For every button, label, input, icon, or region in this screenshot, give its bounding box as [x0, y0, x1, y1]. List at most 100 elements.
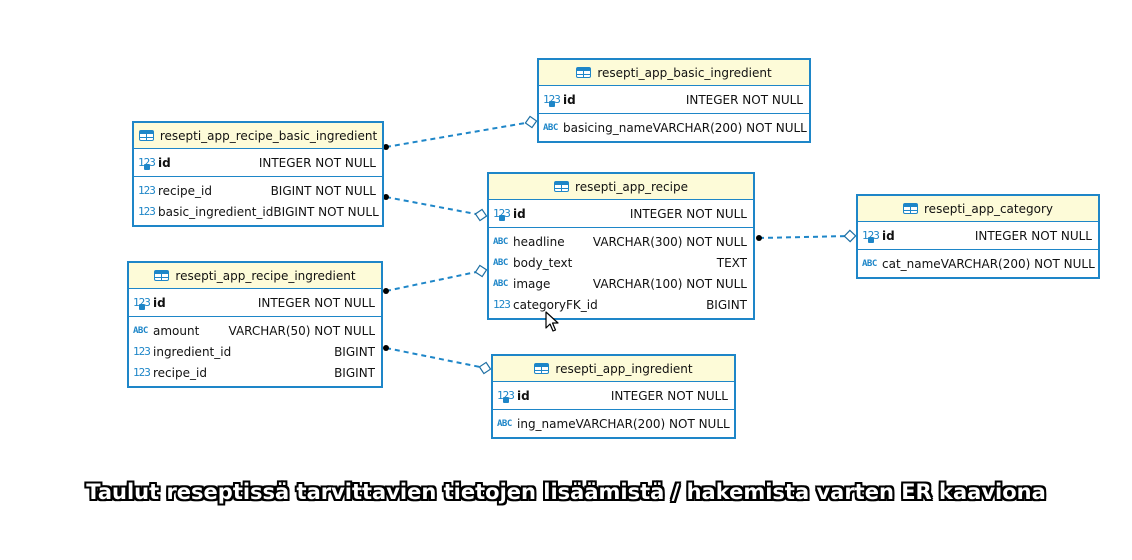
- column-type: VARCHAR(200) NOT NULL: [940, 256, 1095, 271]
- column-type: BIGINT: [334, 344, 375, 359]
- text-type-icon: ABC: [133, 325, 148, 336]
- table-icon: [903, 203, 919, 214]
- table-header[interactable]: resepti_app_basic_ingredient: [539, 60, 809, 86]
- table-icon: [554, 181, 570, 192]
- column-name: id: [517, 388, 530, 403]
- numeric-key-icon: 123: [493, 207, 513, 221]
- table-header[interactable]: resepti_app_recipe_basic_ingredient: [134, 123, 382, 149]
- numeric-type-icon: 123: [133, 366, 151, 379]
- column-name: id: [158, 155, 171, 170]
- column-name: body_text: [513, 255, 573, 270]
- column-name: id: [153, 295, 166, 310]
- mouse-cursor-icon: [545, 311, 559, 332]
- table-header[interactable]: resepti_app_recipe_ingredient: [129, 263, 381, 289]
- diagram-caption: Taulut reseptissä tarvittavien tietojen …: [86, 480, 1046, 504]
- relationship-target-diamond-icon: [843, 229, 857, 243]
- relationship-line-resepti-app-recipe-basic-ingredient-to-resepti-app-recipe[interactable]: [385, 196, 482, 216]
- numeric-type-icon: 123: [493, 298, 511, 311]
- relationship-target-diamond-icon: [478, 361, 492, 375]
- relationship-source-dot: [383, 345, 389, 351]
- column-name: id: [882, 228, 895, 243]
- table-name: resepti_app_recipe_ingredient: [175, 268, 356, 283]
- numeric-type-icon: 123: [138, 205, 156, 218]
- relationship-line-resepti-app-recipe-ingredient-to-resepti-app-ingredient[interactable]: [385, 347, 486, 369]
- column-name: id: [563, 92, 576, 107]
- numeric-key-icon: 123: [133, 296, 153, 310]
- relationship-target-diamond-icon: [474, 264, 488, 278]
- text-type-icon: ABC: [493, 236, 508, 247]
- text-type-icon: ABC: [862, 258, 877, 269]
- relationship-line-resepti-app-recipe-to-resepti-app-category[interactable]: [758, 235, 851, 239]
- relationship-target-diamond-icon: [474, 208, 488, 222]
- column-type: TEXT: [716, 255, 747, 270]
- column-type: INTEGER NOT NULL: [610, 388, 728, 403]
- numeric-key-icon: 123: [543, 93, 563, 107]
- column-type: VARCHAR(100) NOT NULL: [592, 276, 747, 291]
- column-type: VARCHAR(200) NOT NULL: [652, 120, 807, 135]
- table-header[interactable]: resepti_app_ingredient: [493, 356, 734, 382]
- relationship-target-diamond-icon: [524, 115, 538, 129]
- relationship-source-dot: [756, 235, 762, 241]
- column-name: basicing_name: [563, 120, 653, 135]
- table-header[interactable]: resepti_app_recipe: [489, 174, 753, 200]
- numeric-key-icon: 123: [862, 229, 882, 243]
- numeric-type-icon: 123: [133, 345, 151, 358]
- column-name: basic_ingredient_id: [158, 204, 274, 219]
- table-name: resepti_app_ingredient: [555, 361, 693, 376]
- column-name: ing_name: [517, 416, 576, 431]
- text-type-icon: ABC: [543, 122, 558, 133]
- relationship-line-resepti-app-recipe-basic-ingredient-to-resepti-app-basic-ingredient[interactable]: [385, 121, 532, 148]
- numeric-key-icon: 123: [497, 389, 517, 403]
- column-type: INTEGER NOT NULL: [257, 295, 375, 310]
- column-row-image[interactable]: ABC image VARCHAR(100) NOT NULL: [489, 273, 753, 294]
- column-type: BIGINT: [706, 297, 747, 312]
- numeric-type-icon: 123: [138, 184, 156, 197]
- table-header[interactable]: resepti_app_category: [858, 196, 1098, 222]
- text-type-icon: ABC: [493, 278, 508, 289]
- column-name: image: [513, 276, 551, 291]
- column-type: BIGINT NOT NULL: [273, 204, 379, 219]
- column-type: VARCHAR(200) NOT NULL: [575, 416, 730, 431]
- column-type: VARCHAR(50) NOT NULL: [228, 323, 375, 338]
- column-type: INTEGER NOT NULL: [258, 155, 376, 170]
- text-type-icon: ABC: [497, 418, 512, 429]
- relationship-line-resepti-app-recipe-ingredient-to-resepti-app-recipe[interactable]: [385, 270, 482, 292]
- column-name: id: [513, 206, 526, 221]
- column-name: recipe_id: [153, 365, 207, 380]
- column-type: INTEGER NOT NULL: [685, 92, 803, 107]
- numeric-key-icon: 123: [138, 156, 158, 170]
